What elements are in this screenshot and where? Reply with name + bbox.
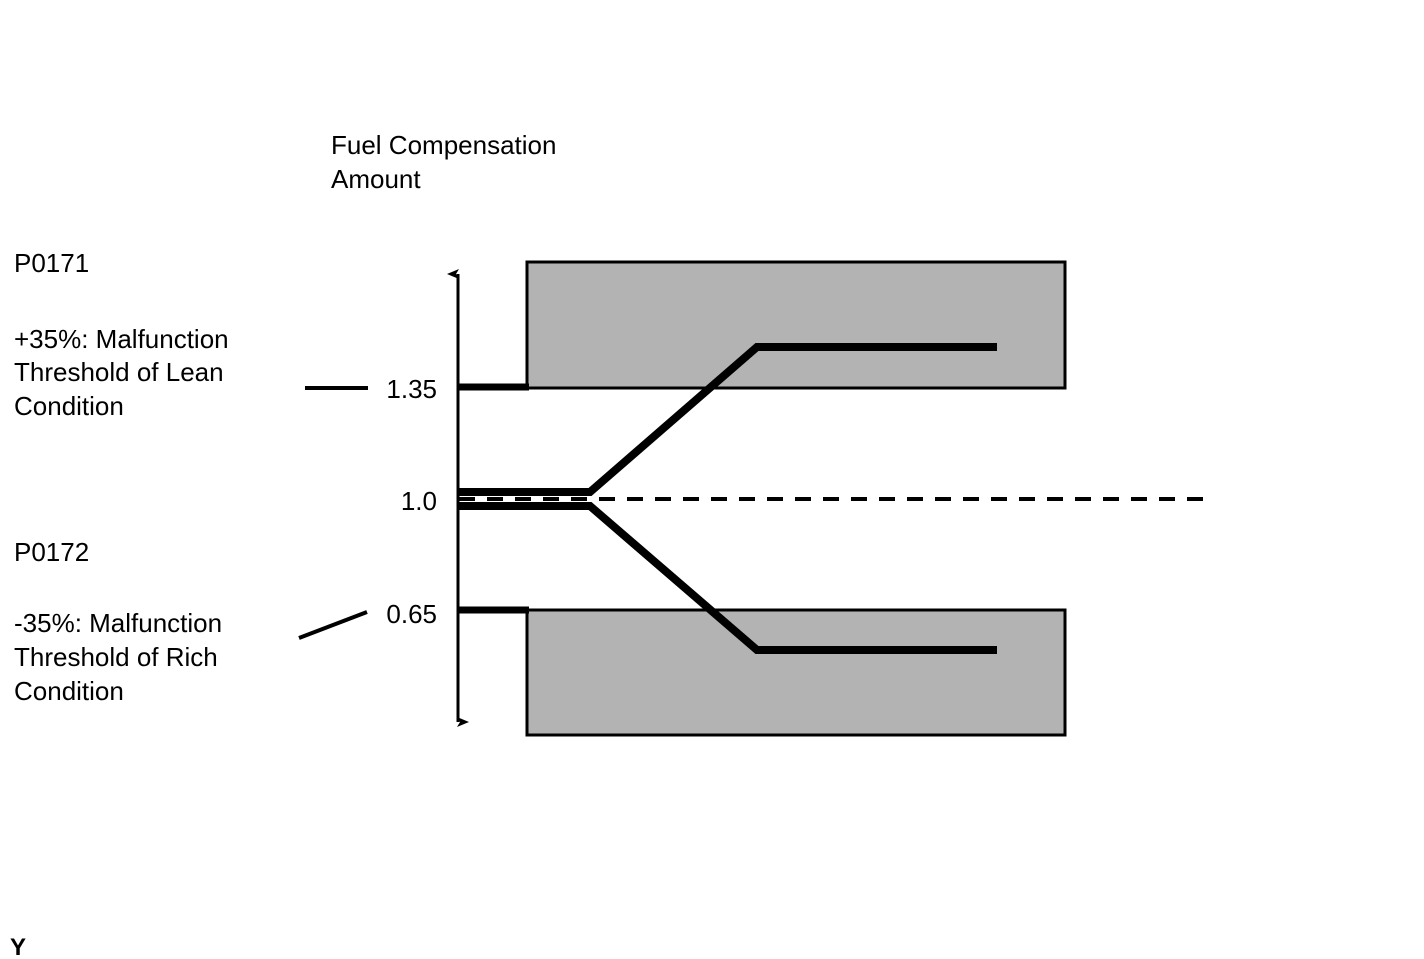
lean-description-line-1: +35%: Malfunction [14,324,229,354]
corner-mark-label: Y [10,934,26,959]
rich-description-line-3: Condition [14,676,124,706]
axis-tick-label-0-65: 0.65 [386,599,437,629]
dtc-code-p0172: P0172 [14,537,89,567]
axis-tick-label-1-0: 1.0 [401,486,437,516]
figure-title-line-1: Fuel Compensation [331,130,556,160]
rich-malfunction-band [525,608,1067,737]
rich-description-line-1: -35%: Malfunction [14,608,222,638]
lean-fuel-compensation-trace [459,343,997,496]
dtc-code-p0171: P0171 [14,248,89,278]
figure-title-line-2: Amount [331,164,421,194]
rich-description-line-2: Threshold of Rich [14,642,218,672]
rich-threshold-leader-line [298,610,368,640]
lean-description-line-3: Condition [14,391,124,421]
axis-tick-label-1-35: 1.35 [386,374,437,404]
rich-fuel-compensation-trace [459,502,997,654]
lean-malfunction-band [525,260,1067,390]
lean-description-line-2: Threshold of Lean [14,357,224,387]
